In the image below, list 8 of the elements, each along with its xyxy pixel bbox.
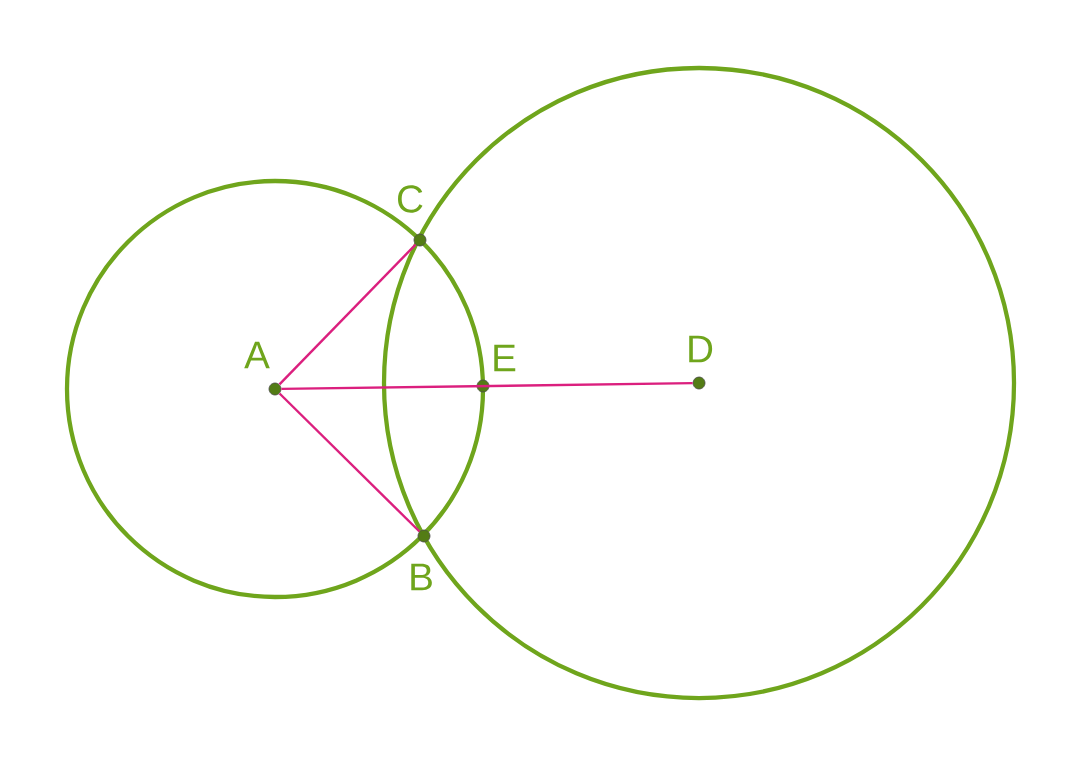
line-segment bbox=[278, 243, 417, 386]
line-segment bbox=[278, 392, 421, 533]
point-label: E bbox=[494, 344, 516, 372]
point-label: C bbox=[398, 185, 423, 213]
point-label: D bbox=[689, 335, 713, 363]
line-segment bbox=[281, 381, 693, 391]
point-label: B bbox=[411, 563, 432, 591]
point-label: A bbox=[244, 341, 270, 369]
